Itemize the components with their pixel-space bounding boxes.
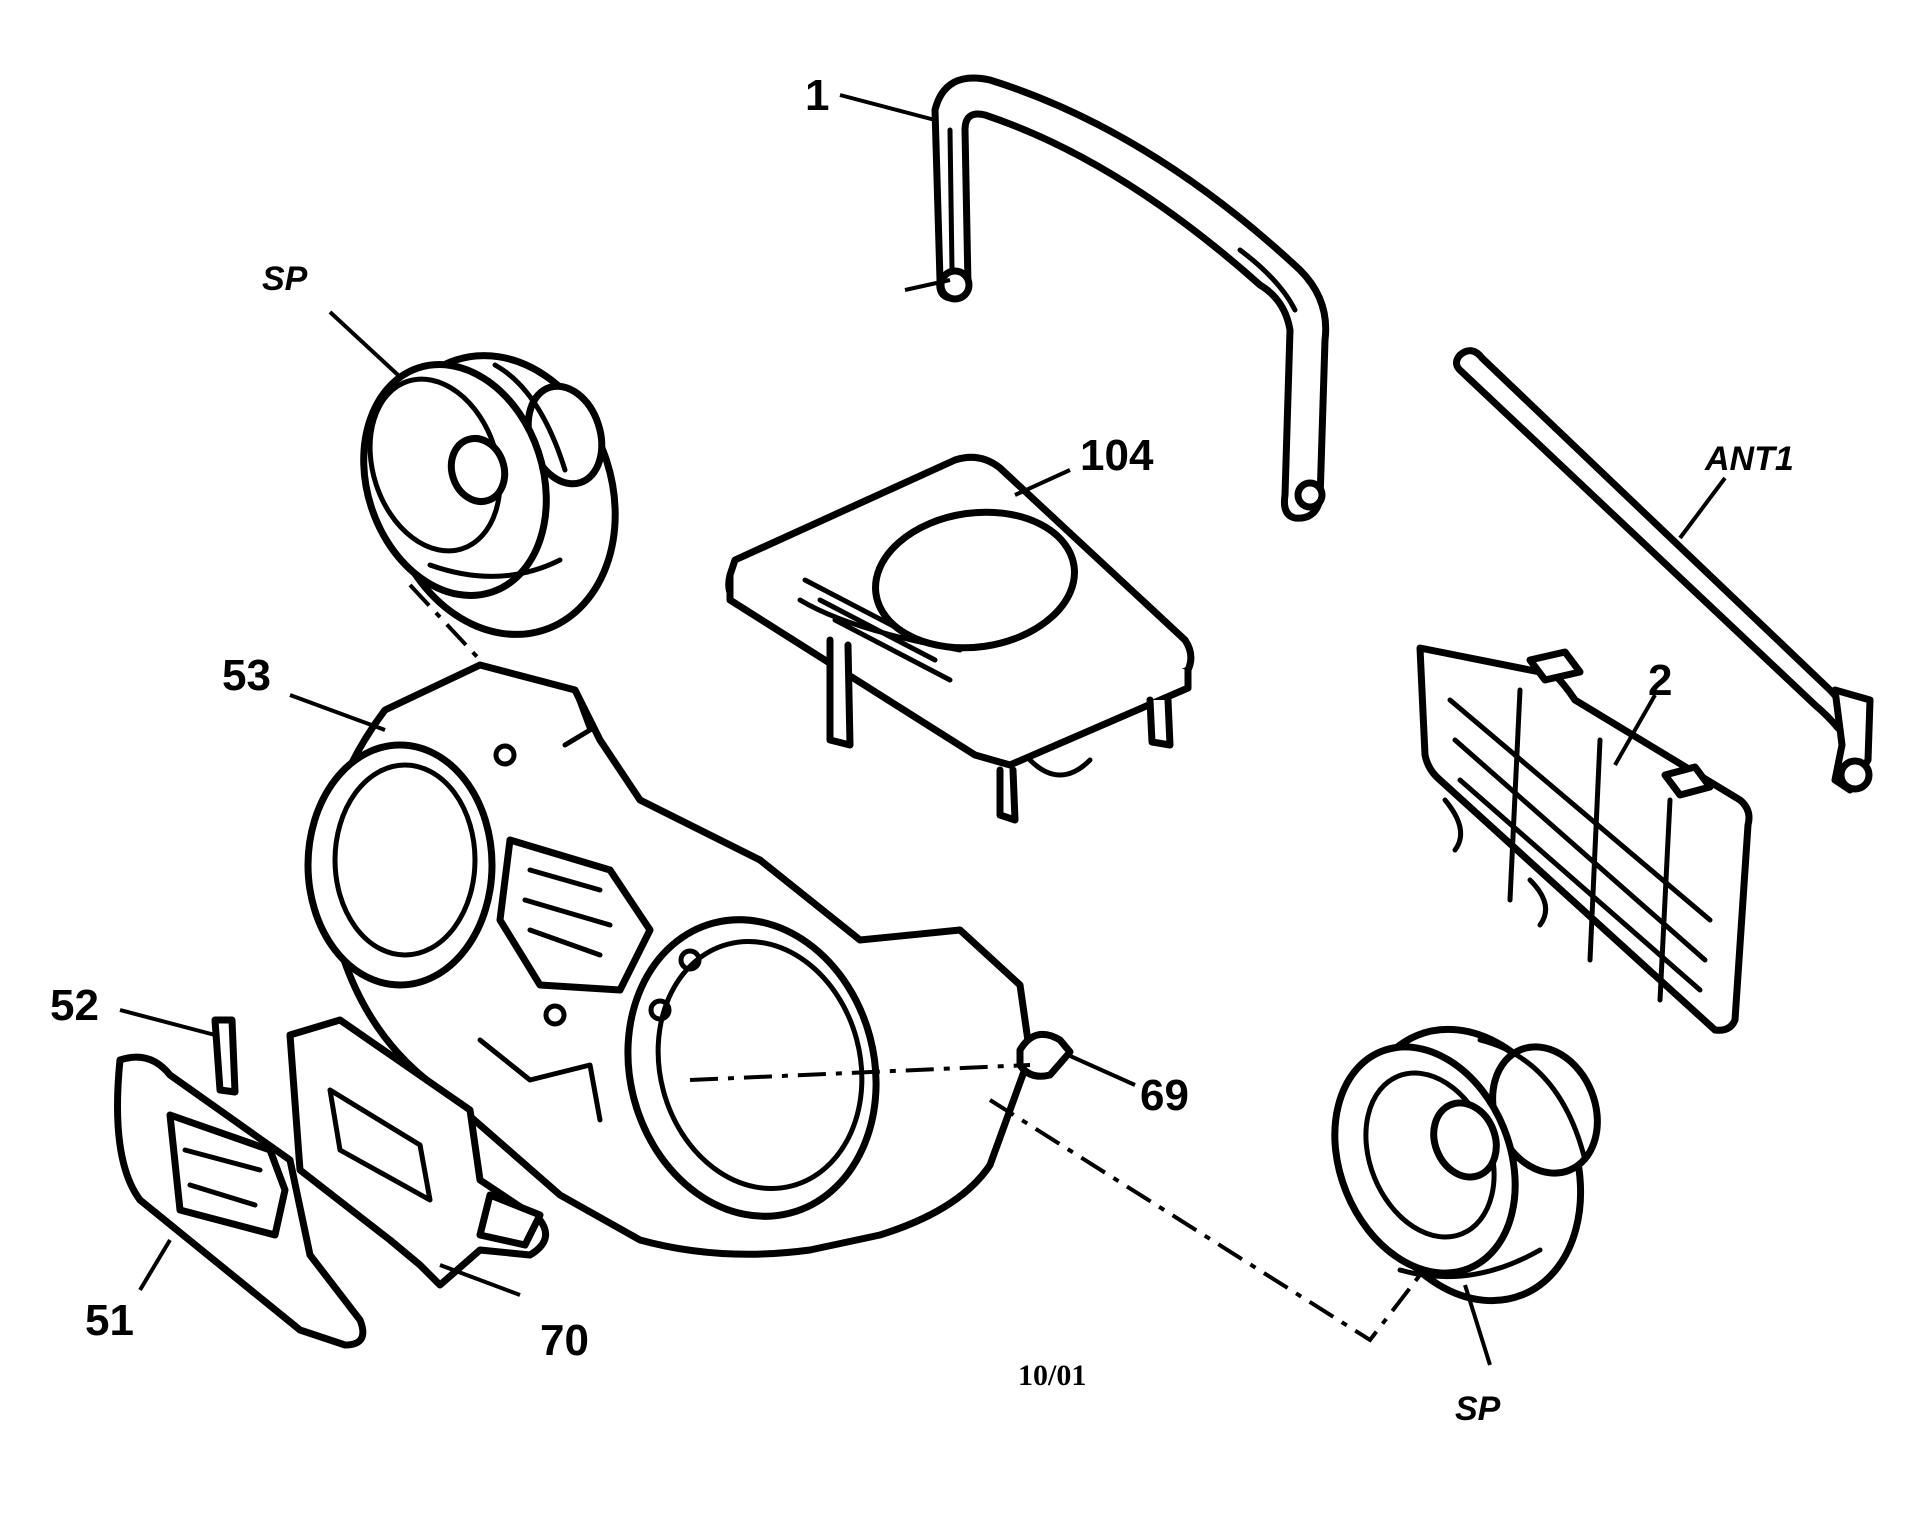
part-52 xyxy=(119,1008,239,1096)
label-speaker-bottom: SP xyxy=(1455,1390,1501,1428)
label-part-51: 51 xyxy=(85,1296,134,1345)
label-part-69: 69 xyxy=(1140,1071,1189,1120)
label-antenna: ANT1 xyxy=(1704,440,1794,478)
speaker-bottom-part xyxy=(1331,1025,1601,1366)
label-module-104: 104 xyxy=(1080,431,1154,480)
part-69 xyxy=(1016,1030,1136,1087)
antenna-part xyxy=(1453,347,1874,794)
label-part-52: 52 xyxy=(50,981,99,1030)
speaker-top-part xyxy=(328,310,619,638)
handle-part xyxy=(839,74,1330,522)
label-handle: 1 xyxy=(805,71,829,120)
module-104-part xyxy=(725,453,1195,824)
label-cover-2: 2 xyxy=(1648,656,1672,705)
diagram-date: 10/01 xyxy=(1018,1359,1086,1392)
label-cabinet-53: 53 xyxy=(222,651,271,700)
part-51 xyxy=(114,1053,367,1349)
cover-2-part xyxy=(1416,644,1753,1034)
alignment-lines xyxy=(408,583,1422,1343)
cabinet-53-part xyxy=(289,661,1034,1258)
label-part-70: 70 xyxy=(540,1316,589,1365)
label-speaker-top: SP xyxy=(262,260,308,298)
part-70 xyxy=(286,1016,550,1297)
